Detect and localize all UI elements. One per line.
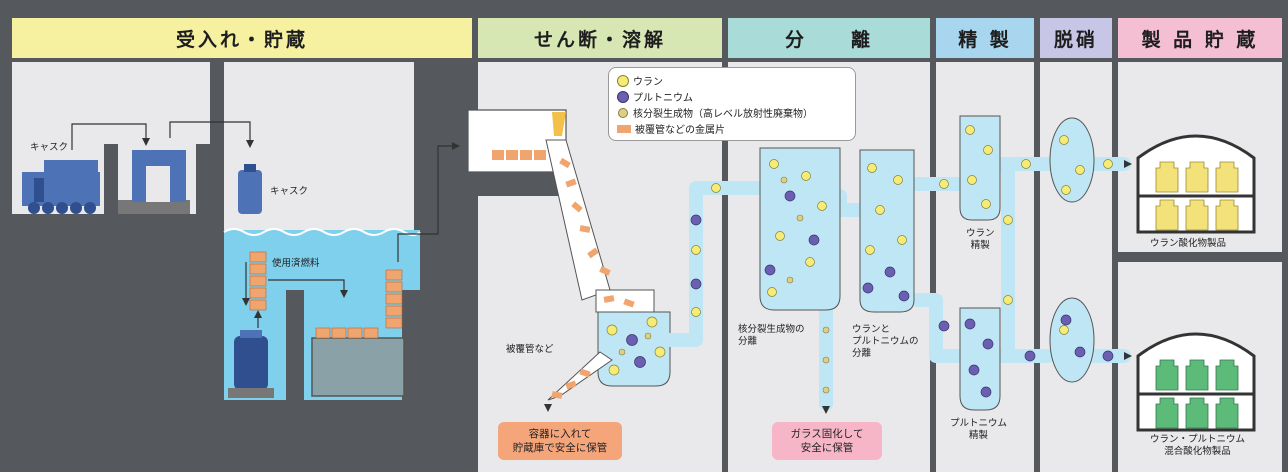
legend-label-uranium: ウラン	[633, 77, 663, 88]
header-shearing-dissolution: せん断・溶解	[478, 18, 722, 58]
label-uranium-oxide-product: ウラン酸化物製品	[1150, 238, 1227, 249]
sheared-pieces	[559, 157, 635, 308]
label-spent-fuel: 使用済燃料	[272, 258, 320, 269]
header-purification: 精 製	[936, 18, 1034, 58]
legend: ウラン プルトニウム 核分裂生成物（高レベル放射性廃棄物） 被覆管などの金属片	[608, 67, 856, 141]
waste-arrow	[822, 406, 830, 414]
cladding-swatch-icon	[617, 124, 631, 133]
plutonium-dot-icon	[617, 90, 629, 103]
cladding-pieces	[551, 368, 591, 399]
plutonium-particles	[626, 190, 1114, 398]
cask-station	[104, 144, 210, 214]
fuel-assemblies	[249, 251, 403, 339]
legend-item-fission-products: 核分裂生成物（高レベル放射性廃棄物）	[617, 105, 813, 120]
note-glass-vitrification: ガラス固化して 安全に保管	[772, 422, 882, 460]
uranium-dot-icon	[617, 74, 629, 87]
legend-label-fission-products: 核分裂生成物（高レベル放射性廃棄物）	[633, 109, 813, 120]
label-cask-right: キャスク	[270, 186, 309, 197]
legend-item-cladding: 被覆管などの金属片	[617, 121, 725, 136]
legend-item-uranium: ウラン	[617, 73, 663, 88]
fission-product-dot-icon	[618, 107, 628, 118]
cask-right	[238, 164, 262, 214]
storage-pool	[12, 62, 472, 472]
label-u-pu-separation: ウランと プルトニウムの 分離	[852, 324, 919, 359]
arrowheads	[142, 138, 460, 318]
legend-item-plutonium: プルトニウム	[617, 89, 693, 104]
vessels	[759, 115, 1095, 411]
transfer-arrows	[71, 121, 452, 328]
label-mox-product: ウラン・プルトニウム 混合酸化物製品	[1150, 434, 1246, 457]
legend-label-cladding: 被覆管などの金属片	[635, 125, 725, 136]
arrow-to-lower-product	[1124, 352, 1132, 360]
arrow-to-upper-product	[1124, 160, 1132, 168]
underwater-cask	[228, 330, 274, 398]
fission-product-particles	[618, 176, 830, 394]
label-cladding-etc: 被覆管など	[506, 344, 554, 355]
shearing-machine	[467, 109, 655, 313]
note-container-storage: 容器に入れて 貯蔵庫で安全に保管	[498, 422, 622, 460]
label-pu-purification: プルトニウム 精製	[950, 418, 1008, 441]
header-receiving-storage: 受入れ・貯蔵	[12, 18, 472, 58]
uranium-particles	[606, 125, 1113, 376]
label-fp-separation: 核分裂生成物の 分離	[738, 324, 805, 347]
header-denitration: 脱硝	[1040, 18, 1112, 58]
uranium-product-containers	[1155, 161, 1239, 231]
label-cask-left: キャスク	[30, 142, 69, 153]
cask-truck	[22, 160, 100, 214]
legend-label-plutonium: プルトニウム	[633, 93, 693, 104]
header-separation: 分 離	[728, 18, 930, 58]
mox-product-containers	[1155, 359, 1239, 429]
header-product-storage: 製 品 貯 蔵	[1118, 18, 1282, 58]
label-u-purification: ウラン 精製	[966, 228, 995, 251]
cladding-arrow	[544, 404, 552, 412]
